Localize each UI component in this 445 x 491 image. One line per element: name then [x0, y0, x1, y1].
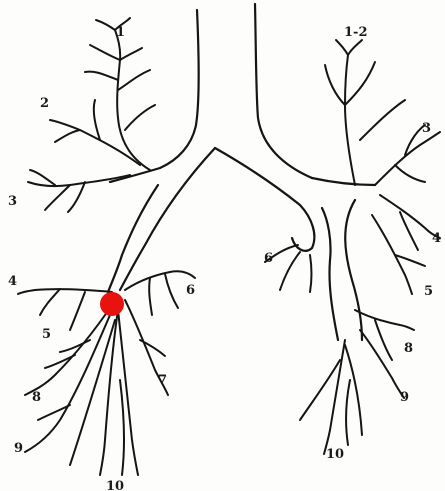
label-right-4: 4: [432, 231, 441, 246]
label-right-6: 6: [264, 251, 273, 266]
label-left-3: 3: [8, 194, 17, 209]
label-left-1: 1: [116, 25, 125, 40]
label-left-4: 4: [8, 274, 17, 289]
label-right-1-2: 1-2: [344, 25, 368, 40]
right-lower-branches: [265, 195, 440, 454]
label-left-6: 6: [186, 283, 195, 298]
label-left-8: 8: [32, 390, 41, 405]
label-right-10: 10: [326, 447, 344, 462]
left-main-bronchus: [108, 148, 215, 292]
left-upper-branches: [28, 18, 155, 212]
label-right-9: 9: [400, 390, 409, 405]
trachea: [160, 4, 312, 178]
right-upper-branches: [325, 40, 440, 185]
label-right-3: 3: [422, 121, 431, 136]
label-right-5: 5: [424, 284, 433, 299]
label-left-5: 5: [42, 327, 51, 342]
right-main-bronchus: [215, 148, 375, 340]
label-right-8: 8: [404, 341, 413, 356]
label-left-9: 9: [14, 441, 23, 456]
label-left-2: 2: [40, 96, 49, 111]
segment-labels: 1 2 3 4 5 6 7 8 9 10 1-2 3 4 5 6 8 9 10: [8, 25, 441, 491]
label-left-10: 10: [106, 479, 124, 491]
red-marker-dot: [100, 292, 124, 316]
label-left-7: 7: [158, 373, 167, 388]
